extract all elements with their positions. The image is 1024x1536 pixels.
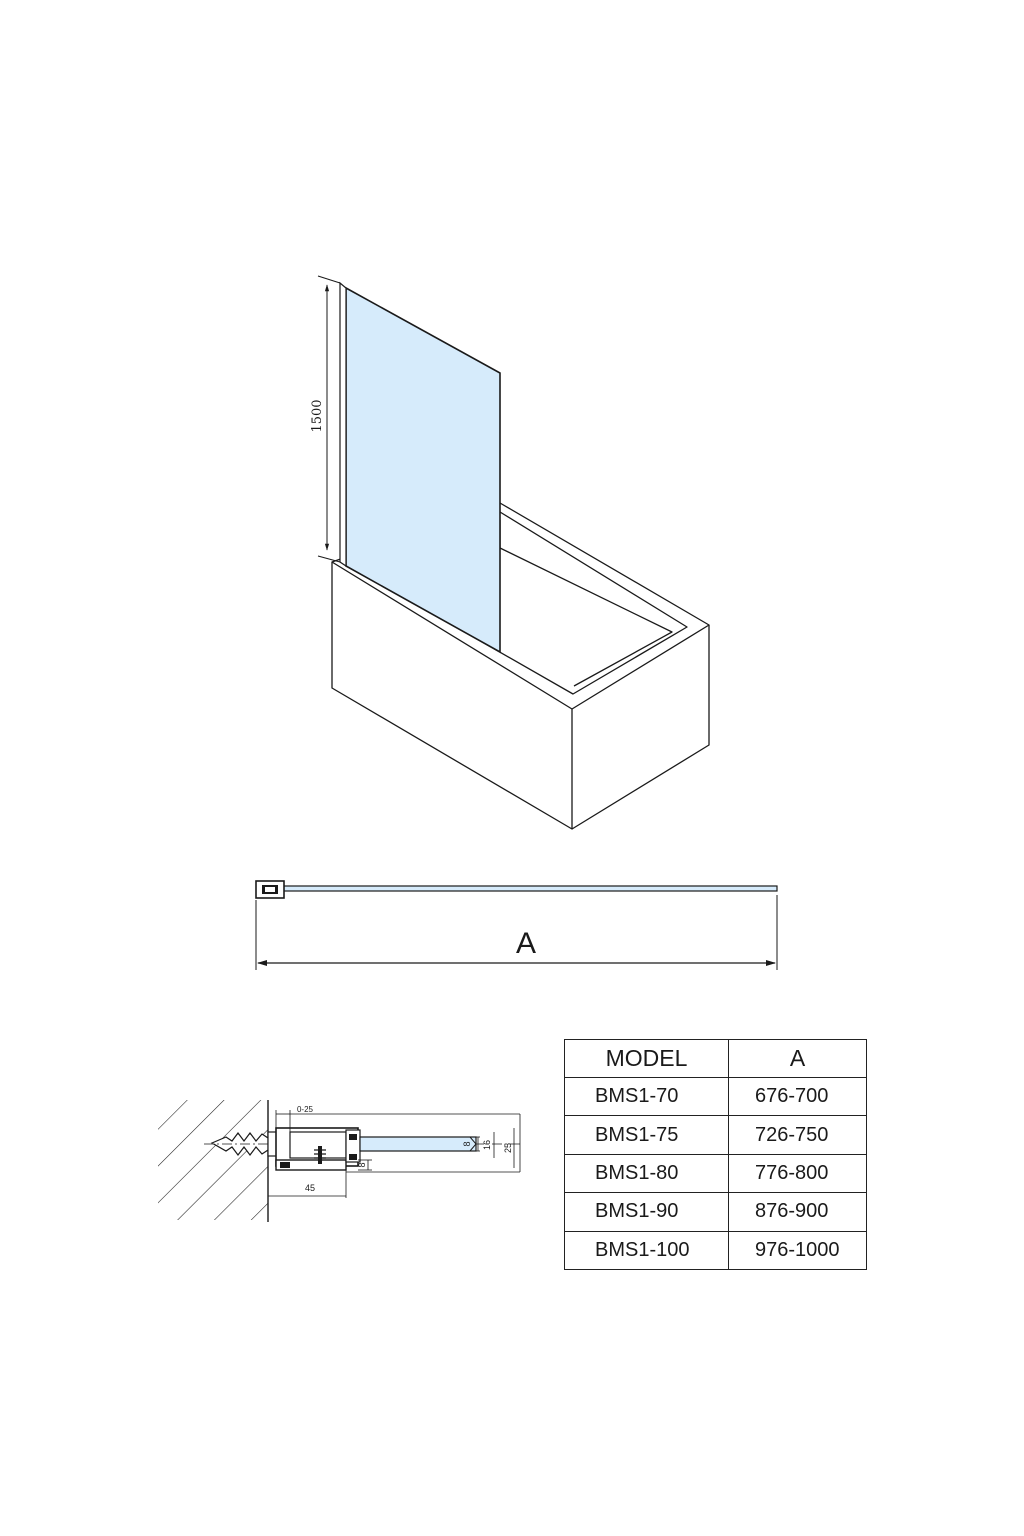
wall-hatch bbox=[150, 1100, 268, 1220]
table-cell-model: BMS1-80 bbox=[564, 1153, 729, 1194]
dim-glass-thickness: 8 bbox=[462, 1141, 472, 1146]
dim-outer-height: 25 bbox=[503, 1143, 513, 1153]
table-header-model: MODEL bbox=[564, 1039, 729, 1078]
height-dimension-label: 1500 bbox=[310, 399, 325, 432]
table-cell-model: BMS1-70 bbox=[564, 1076, 729, 1117]
bathtub-side-face bbox=[571, 625, 710, 830]
table-header-a: A bbox=[728, 1039, 867, 1078]
table-cell-model: BMS1-100 bbox=[564, 1230, 729, 1270]
table-cell-a: 876-900 bbox=[728, 1192, 867, 1232]
dim-base-offset: 8 bbox=[357, 1162, 367, 1167]
top-view bbox=[255, 880, 778, 970]
top-view-glass bbox=[281, 885, 778, 892]
table-cell-a: 976-1000 bbox=[728, 1230, 867, 1270]
width-dimension-label: A bbox=[516, 927, 536, 960]
glass-panel bbox=[345, 286, 501, 654]
table-cell-a: 776-800 bbox=[728, 1153, 867, 1194]
table-row: BMS1-80 776-800 bbox=[564, 1153, 867, 1194]
table-cell-a: 676-700 bbox=[728, 1076, 867, 1117]
model-size-table: MODEL A BMS1-70 676-700 BMS1-75 726-750 … bbox=[564, 1039, 867, 1270]
glass-screen-panel bbox=[339, 281, 501, 654]
table-row: BMS1-100 976-1000 bbox=[564, 1230, 867, 1270]
bathtub-front-face bbox=[331, 562, 573, 830]
wall-profile bbox=[339, 281, 347, 568]
dim-profile-width: 45 bbox=[305, 1183, 315, 1193]
table-cell-model: BMS1-90 bbox=[564, 1192, 729, 1232]
bathtub-basin-edge bbox=[499, 520, 673, 687]
table-cell-a: 726-750 bbox=[728, 1115, 867, 1155]
dim-inner-height: 16 bbox=[482, 1140, 492, 1150]
table-row: BMS1-70 676-700 bbox=[564, 1076, 867, 1117]
table-header-row: MODEL A bbox=[564, 1039, 867, 1078]
height-dimension bbox=[317, 275, 341, 563]
profile-base bbox=[275, 1159, 347, 1171]
profile-glass bbox=[359, 1136, 477, 1152]
table-row: BMS1-90 876-900 bbox=[564, 1192, 867, 1232]
dim-adjust-range: 0-25 bbox=[297, 1105, 314, 1114]
table-cell-model: BMS1-75 bbox=[564, 1115, 729, 1155]
profile-section-detail bbox=[150, 1100, 521, 1222]
table-row: BMS1-75 726-750 bbox=[564, 1115, 867, 1155]
